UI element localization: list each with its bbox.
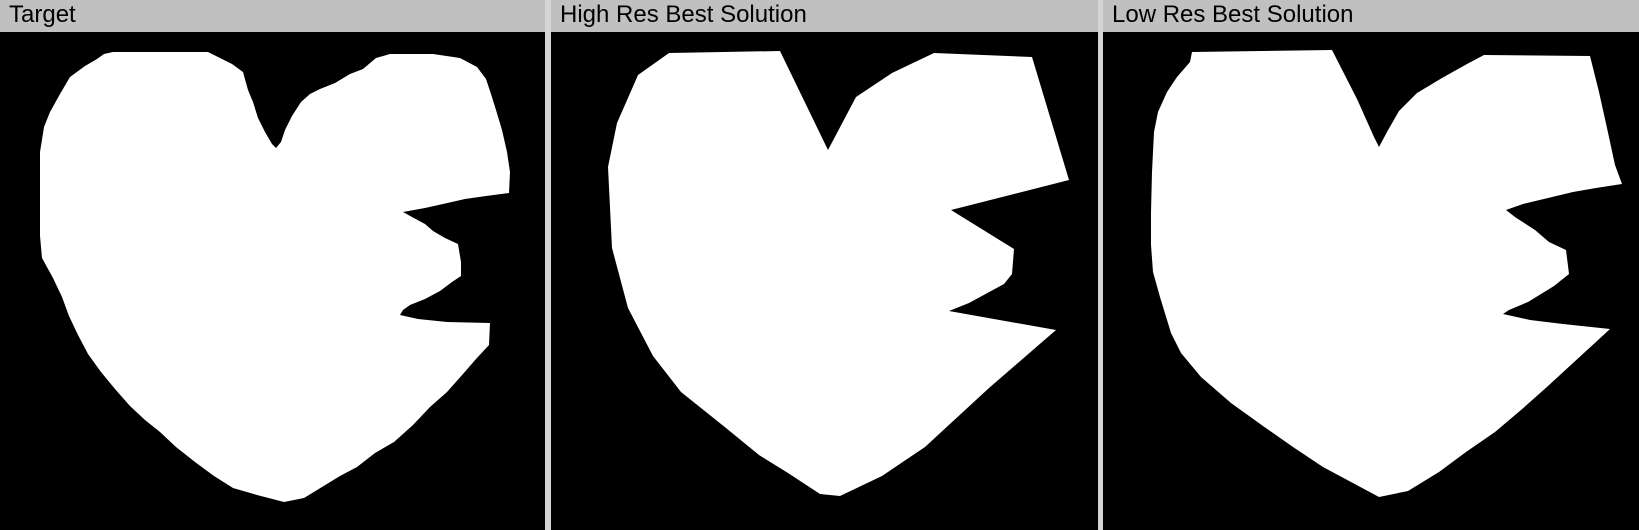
high-res-canvas <box>551 32 1098 530</box>
low-res-shape-svg <box>1151 50 1622 497</box>
target-panel: Target <box>0 0 545 530</box>
high-res-polygon-shape <box>608 51 1069 496</box>
low-res-panel: Low Res Best Solution <box>1103 0 1639 530</box>
high-res-panel-title: High Res Best Solution <box>551 0 1098 32</box>
low-res-panel-title: Low Res Best Solution <box>1103 0 1639 32</box>
target-heart-shape <box>40 52 510 502</box>
target-canvas <box>0 32 545 530</box>
target-panel-title: Target <box>0 0 545 32</box>
low-res-canvas <box>1103 32 1639 530</box>
target-shape-svg <box>40 52 510 502</box>
low-res-polygon-shape <box>1151 50 1622 497</box>
high-res-panel: High Res Best Solution <box>551 0 1098 530</box>
high-res-shape-svg <box>608 51 1069 496</box>
